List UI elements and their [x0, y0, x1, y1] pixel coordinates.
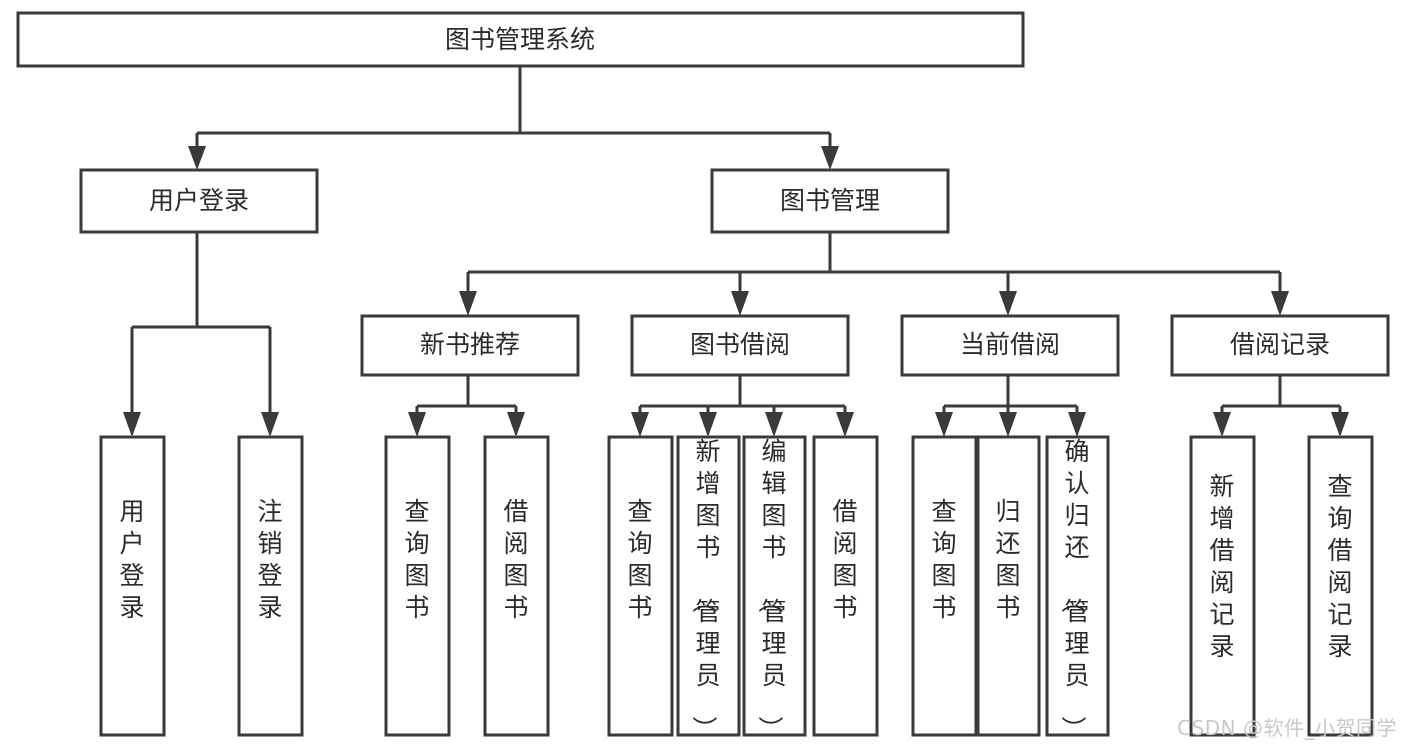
leaf-user-login[interactable]: 用户登录	[99, 435, 166, 737]
arrow-to-leaf-bb-edit	[765, 412, 783, 437]
leaf-cb-query-book-box[interactable]	[911, 435, 978, 737]
node-borrow-record-label: 借阅记录	[1230, 330, 1330, 359]
leaf-bb-add-book-label: 新增图书（管理员）	[689, 437, 720, 741]
leaf-nb-query-book-box[interactable]	[384, 435, 451, 737]
node-user-login[interactable]: 用户登录	[79, 168, 319, 234]
connector-currentborrow-to-leaves	[942, 375, 1079, 418]
leaf-cb-return-book-label: 归还图书	[995, 497, 1020, 622]
leaf-br-query-record[interactable]: 查询借阅记录	[1307, 435, 1374, 737]
leaf-br-add-record[interactable]: 新增借阅记录	[1189, 435, 1256, 737]
leaf-bb-query-book[interactable]: 查询图书	[607, 435, 674, 737]
arrow-to-leaf-cb-query	[935, 412, 953, 437]
node-book-borrow[interactable]: 图书借阅	[630, 314, 850, 377]
leaf-cb-query-book[interactable]: 查询图书	[911, 435, 978, 737]
arrow-to-leaf-bb-query	[631, 412, 649, 437]
node-book-manage[interactable]: 图书管理	[710, 168, 950, 234]
node-book-borrow-label: 图书借阅	[690, 330, 790, 359]
leaf-cb-return-book-box[interactable]	[976, 435, 1041, 737]
node-borrow-record-box[interactable]	[1170, 314, 1390, 377]
leaf-logout-box[interactable]	[237, 435, 304, 737]
leaf-nb-borrow-book-label: 借阅图书	[503, 497, 528, 622]
arrow-to-leaf-bb-borrow	[836, 412, 854, 437]
arrow-to-book-borrow	[731, 291, 749, 316]
connector-bookmanage-to-level3	[466, 232, 1282, 297]
arrow-to-leaf-nb-borrow	[507, 412, 525, 437]
leaf-cb-return-book[interactable]: 归还图书	[976, 435, 1041, 737]
connector-bookborrow-to-leaves	[638, 375, 847, 418]
node-book-manage-box[interactable]	[710, 168, 950, 234]
leaf-nb-borrow-book-box[interactable]	[483, 435, 550, 737]
arrow-to-user-login	[188, 146, 206, 170]
arrow-to-leaf-bb-add	[699, 412, 717, 437]
leaf-bb-borrow-book-label: 借阅图书	[832, 497, 857, 622]
arrow-to-leaf-user-login	[123, 412, 141, 437]
node-new-book[interactable]: 新书推荐	[360, 314, 580, 377]
leaf-bb-query-book-label: 查询图书	[627, 497, 652, 622]
node-book-manage-label: 图书管理	[780, 186, 880, 215]
leaf-nb-query-book[interactable]: 查询图书	[384, 435, 451, 737]
leaf-logout[interactable]: 注销登录	[237, 435, 304, 737]
leaf-bb-borrow-book[interactable]: 借阅图书	[812, 435, 879, 737]
node-current-borrow[interactable]: 当前借阅	[900, 314, 1120, 377]
leaf-cb-confirm-return[interactable]: 确认归还（管理员）	[1045, 435, 1110, 741]
node-current-borrow-box[interactable]	[900, 314, 1120, 377]
arrow-to-borrow-record	[1271, 291, 1289, 316]
arrow-to-book-manage	[821, 146, 839, 170]
node-borrow-record[interactable]: 借阅记录	[1170, 314, 1390, 377]
connector-newbook-to-leaves	[415, 375, 518, 418]
leaf-bb-query-book-box[interactable]	[607, 435, 674, 737]
arrow-to-new-book	[459, 291, 477, 316]
node-current-borrow-label: 当前借阅	[960, 330, 1060, 359]
leaf-bb-edit-book-label: 编辑图书（管理员）	[755, 437, 786, 741]
leaf-user-login-label: 用户登录	[119, 497, 144, 622]
node-new-book-label: 新书推荐	[420, 330, 520, 359]
leaf-br-query-record-label: 查询借阅记录	[1327, 472, 1352, 661]
leaf-bb-edit-book[interactable]: 编辑图书（管理员）	[742, 435, 807, 741]
leaf-user-login-box[interactable]	[99, 435, 166, 737]
arrow-to-leaf-cb-return	[999, 412, 1017, 437]
node-book-borrow-box[interactable]	[630, 314, 850, 377]
leaf-bb-borrow-book-box[interactable]	[812, 435, 879, 737]
node-root[interactable]: 图书管理系统	[16, 11, 1025, 68]
node-root-label: 图书管理系统	[445, 25, 595, 54]
leaf-cb-confirm-return-label: 确认归还（管理员）	[1058, 437, 1089, 741]
arrow-to-current-borrow	[999, 291, 1017, 316]
node-user-login-box[interactable]	[79, 168, 319, 234]
arrow-to-leaf-nb-query	[408, 412, 426, 437]
arrow-to-leaf-cb-confirm	[1068, 412, 1086, 437]
leaf-bb-edit-book-box[interactable]	[742, 435, 807, 737]
connector-borrowrecord-to-leaves	[1220, 375, 1342, 418]
leaf-br-add-record-box[interactable]	[1189, 435, 1256, 737]
leaf-bb-add-book-box[interactable]	[676, 435, 741, 737]
arrow-to-leaf-br-query	[1331, 412, 1349, 437]
leaf-bb-add-book[interactable]: 新增图书（管理员）	[676, 435, 741, 741]
connector-layer	[123, 66, 1349, 437]
leaf-nb-query-book-label: 查询图书	[404, 497, 429, 622]
node-new-book-box[interactable]	[360, 314, 580, 377]
connector-root-to-level2	[195, 66, 832, 152]
arrow-to-leaf-logout	[261, 412, 279, 437]
connector-userlogin-to-leaves	[130, 232, 272, 418]
arrow-to-leaf-br-add	[1213, 412, 1231, 437]
leaf-br-add-record-label: 新增借阅记录	[1209, 472, 1234, 661]
leaf-cb-confirm-return-box[interactable]	[1045, 435, 1110, 737]
leaf-nb-borrow-book[interactable]: 借阅图书	[483, 435, 550, 737]
leaf-cb-query-book-label: 查询图书	[931, 497, 956, 622]
node-root-box[interactable]	[16, 11, 1025, 68]
leaf-br-query-record-box[interactable]	[1307, 435, 1374, 737]
leaf-logout-label: 注销登录	[257, 497, 282, 622]
node-user-login-label: 用户登录	[149, 186, 249, 215]
